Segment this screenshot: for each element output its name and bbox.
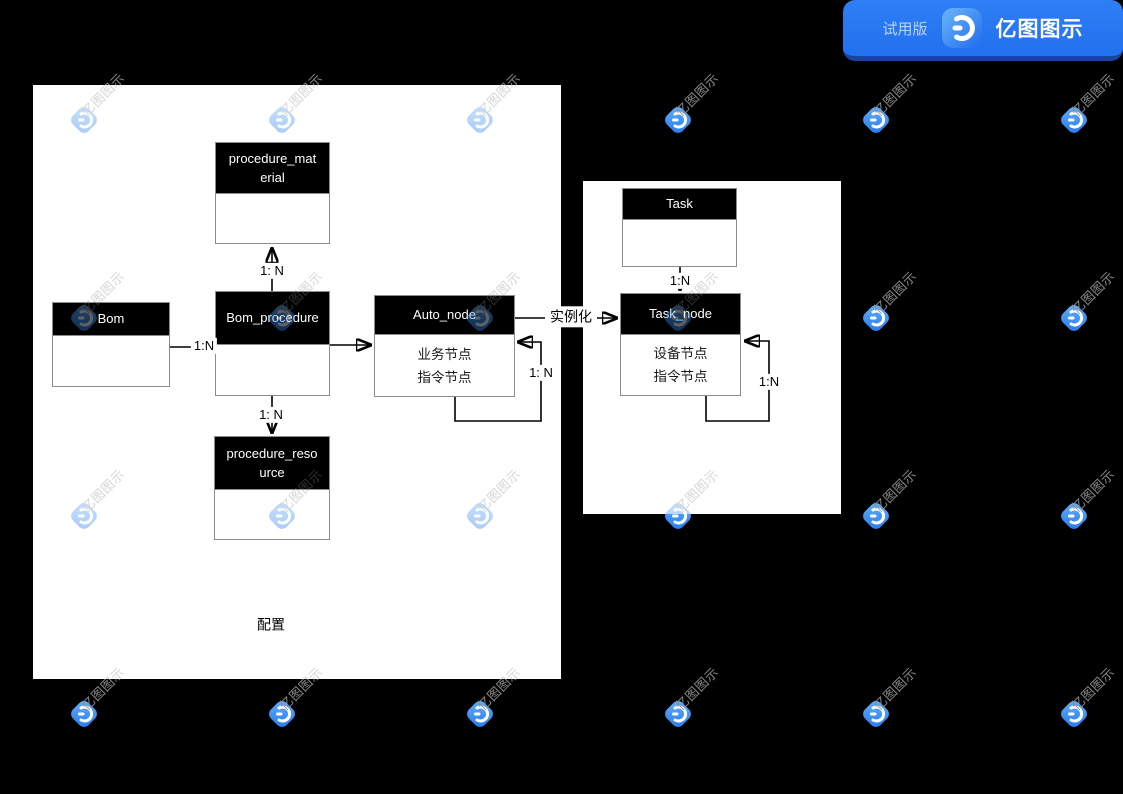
label-task_node-self-loop[interactable]: 1:N	[755, 373, 783, 391]
entity-body	[216, 345, 329, 395]
entity-title: procedure_resource	[215, 437, 329, 490]
entity-row: 设备节点	[653, 346, 708, 361]
label-task-to-task_node[interactable]: 1:N	[666, 272, 694, 290]
entity-body	[623, 220, 736, 266]
label-instantiation[interactable]: 实例化	[545, 306, 597, 328]
entity-title: Bom_procedure	[216, 292, 329, 345]
entity-body: 设备节点 指令节点	[621, 335, 740, 395]
entity-row: 指令节点	[417, 369, 472, 385]
entity-body	[215, 490, 329, 539]
connector-auto_node-self-loop[interactable]	[454, 342, 542, 422]
entity-title-text: Auto_node	[413, 307, 476, 323]
entity-title: Task_node	[621, 294, 740, 335]
entity-procedure_resource[interactable]: procedure_resource	[214, 436, 330, 540]
entity-body	[53, 336, 169, 386]
entity-row: 业务节点	[417, 346, 472, 362]
entity-row: 指令节点	[653, 369, 708, 384]
entity-bom_procedure[interactable]: Bom_procedure	[215, 291, 330, 396]
entity-title: Bom	[53, 303, 169, 336]
connector-task_node-self-loop[interactable]	[705, 341, 770, 422]
entity-title-text: Bom_procedure	[226, 310, 319, 326]
label-auto_node-self-loop[interactable]: 1: N	[526, 364, 556, 382]
entity-title: Task	[623, 189, 736, 220]
entity-title-text: Bom	[97, 311, 125, 327]
entity-title-text: procedure_resource	[226, 445, 318, 481]
app-name: 亿图图示	[995, 18, 1084, 41]
edraw-logo-icon	[941, 8, 982, 48]
label-bom_procedure-to-procedure_material[interactable]: 1: N	[257, 262, 287, 280]
trial-badge[interactable]: 试用版 亿图图示	[843, 0, 1123, 61]
entity-bom[interactable]: Bom	[52, 302, 170, 387]
entity-title-text: Task_node	[649, 306, 712, 322]
trial-label: 试用版	[882, 20, 928, 38]
entity-procedure_material[interactable]: procedure_material	[215, 142, 330, 244]
entity-body	[216, 194, 329, 243]
entity-title-text: procedure_material	[228, 150, 317, 186]
label-config-caption[interactable]: 配置	[257, 616, 285, 633]
entity-body: 业务节点 指令节点	[375, 335, 514, 396]
entity-task[interactable]: Task	[622, 188, 737, 267]
label-bom_procedure-to-procedure_resource[interactable]: 1: N	[256, 406, 286, 424]
entity-title-text: Task	[666, 196, 693, 212]
label-bom-to-bom_procedure[interactable]: 1:N	[190, 337, 218, 355]
entity-task_node[interactable]: Task_node 设备节点 指令节点	[620, 293, 741, 396]
entity-auto_node[interactable]: Auto_node 业务节点 指令节点	[374, 295, 515, 397]
entity-title: Auto_node	[375, 296, 514, 335]
entity-title: procedure_material	[216, 143, 329, 194]
